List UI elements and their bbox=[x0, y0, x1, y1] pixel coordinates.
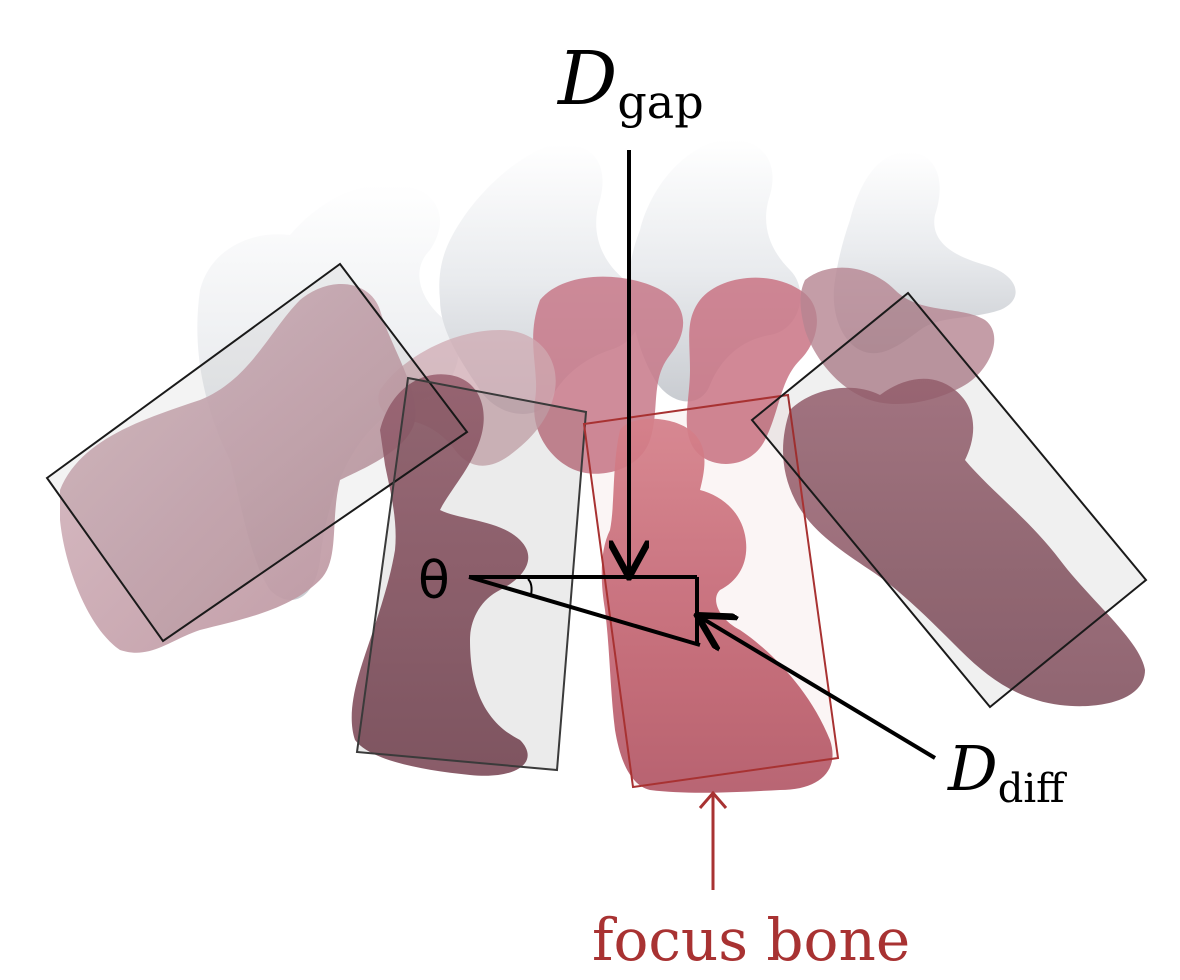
box-left-mid bbox=[355, 376, 588, 772]
right-vertebra bbox=[783, 378, 1145, 707]
left-mid-vertebra bbox=[351, 374, 529, 776]
focus-bone-label: focus bone bbox=[592, 906, 910, 974]
box-left bbox=[45, 262, 469, 643]
box-focus bbox=[582, 393, 840, 789]
box-right bbox=[750, 291, 1148, 709]
dgap-label: Dgap bbox=[556, 36, 704, 129]
ddiff-arrow-line bbox=[700, 617, 937, 760]
mid-vertebrae-group bbox=[378, 267, 995, 474]
mid-vertebra-3 bbox=[800, 267, 995, 405]
theta-angle-arc bbox=[527, 578, 533, 596]
mid-vertebra-2 bbox=[686, 277, 817, 464]
left-vertebra bbox=[60, 283, 416, 653]
focus-arrowhead bbox=[698, 790, 728, 809]
theta-diagonal-line bbox=[468, 575, 701, 647]
ddiff-label: Ddiff bbox=[947, 732, 1067, 812]
theta-label: θ bbox=[418, 551, 450, 611]
focus-bone-vertebra bbox=[601, 418, 833, 793]
